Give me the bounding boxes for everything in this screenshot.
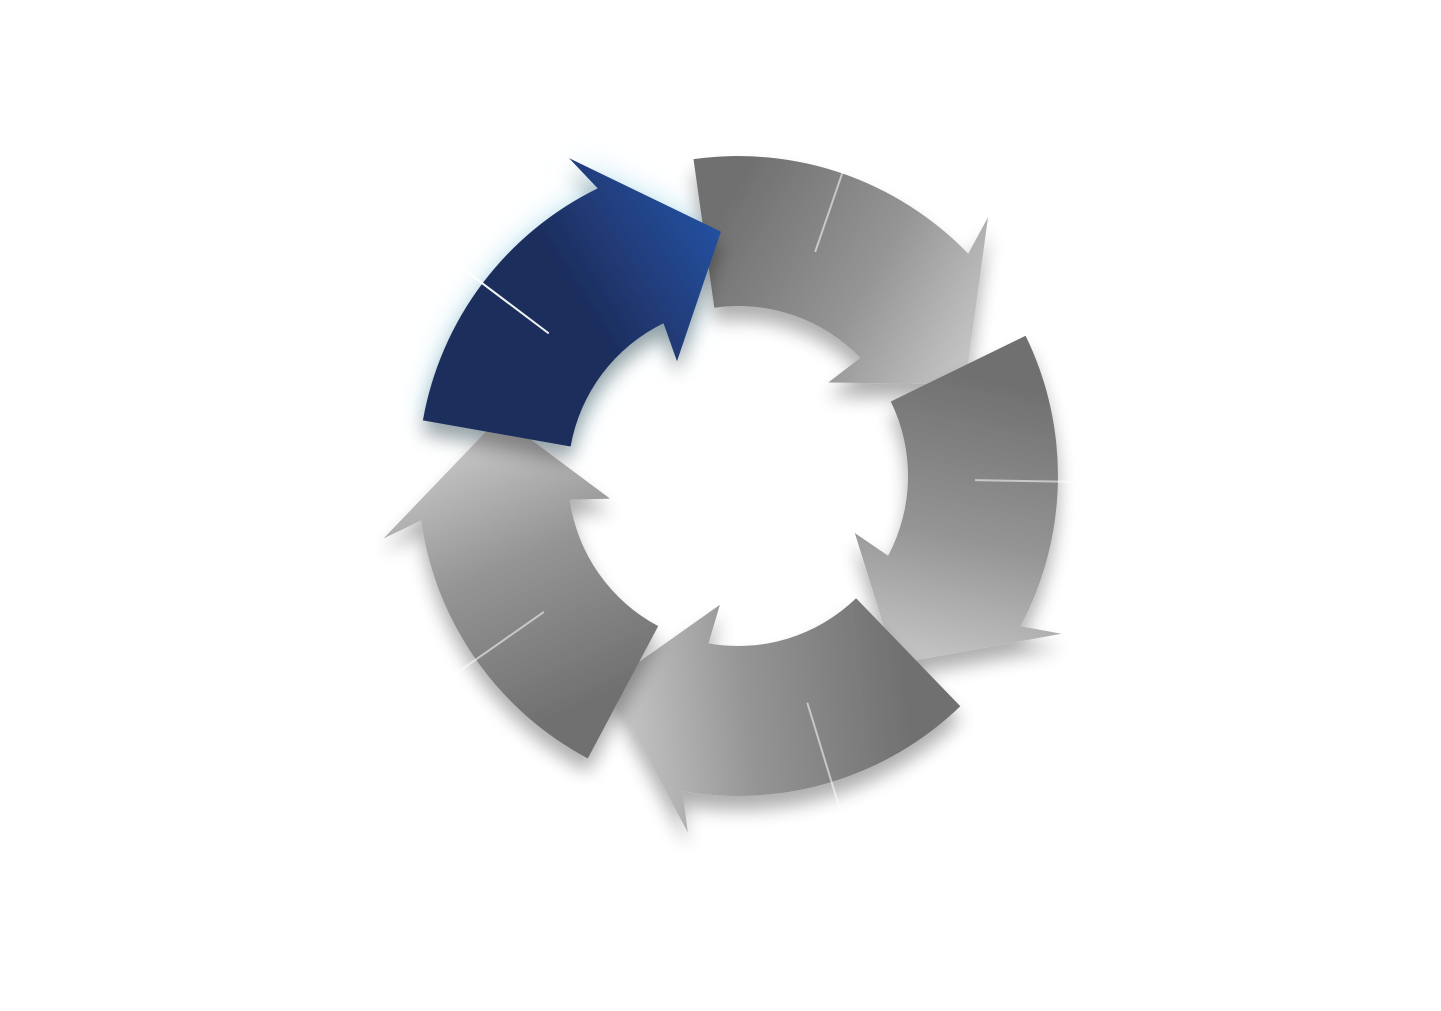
segment-2-divider-line xyxy=(814,140,855,253)
segment-4-divider-line xyxy=(806,702,843,815)
segment-3-divider-line xyxy=(974,479,1092,484)
ring-dividers xyxy=(447,140,1092,815)
segment-5-divider-line xyxy=(447,611,545,680)
segment-5-arrow xyxy=(383,416,659,759)
segment-3-arrow xyxy=(854,335,1062,664)
segment-1-divider-line xyxy=(454,262,550,335)
cycle-ring xyxy=(383,155,1062,833)
segment-2-arrow xyxy=(693,155,989,385)
segment-4-arrow xyxy=(608,598,961,833)
segment-1-highlighted-arrow xyxy=(422,158,721,447)
